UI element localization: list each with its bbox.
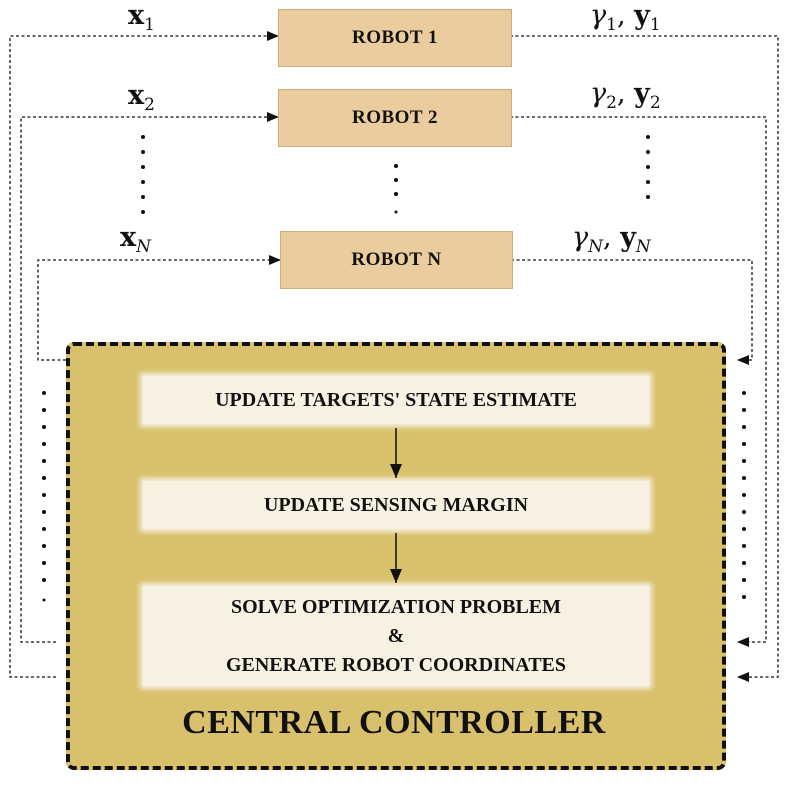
input-label-robot-2: x2 [128, 80, 155, 115]
robot-n-box: ROBOT N [280, 231, 513, 289]
ellipsis-input-labels [141, 135, 145, 214]
input-label-robot-n: xN [120, 222, 151, 257]
step-solve-optimization: SOLVE OPTIMIZATION PROBLEM & GENERATE RO… [143, 586, 649, 686]
robot-n-label: ROBOT N [351, 249, 442, 270]
link-output-robot-n [511, 259, 753, 365]
ellipsis-output-labels [646, 135, 650, 199]
step-update-targets: UPDATE TARGETS' STATE ESTIMATE [143, 376, 649, 424]
link-input-robot-2 [20, 112, 279, 643]
robot-1-box: ROBOT 1 [278, 9, 512, 67]
output-label-robot-1: γ1, y1 [590, 0, 661, 35]
link-input-robot-n [37, 255, 281, 361]
step-update-margin: UPDATE SENSING MARGIN [143, 481, 649, 529]
robot-2-box: ROBOT 2 [278, 89, 512, 147]
output-label-robot-n: γN, yN [572, 222, 651, 257]
robot-1-label: ROBOT 1 [351, 27, 439, 48]
step-solve-line3: GENERATE ROBOT COORDINATES [225, 653, 567, 676]
ellipsis-left-side [42, 391, 46, 602]
link-input-robot-1 [9, 31, 279, 678]
link-output-robot-1 [510, 35, 779, 682]
ellipsis-robots [394, 164, 398, 214]
input-label-robot-1: x1 [128, 0, 155, 35]
ellipsis-right-side [742, 391, 746, 599]
robot-2-label: ROBOT 2 [351, 107, 439, 128]
step-solve-line2: & [387, 624, 405, 647]
step-update-margin-label: UPDATE SENSING MARGIN [263, 493, 529, 516]
output-label-robot-2: γ2, y2 [590, 78, 661, 113]
central-controller-title: CENTRAL CONTROLLER [182, 704, 606, 741]
step-update-targets-label: UPDATE TARGETS' STATE ESTIMATE [215, 388, 577, 411]
link-output-robot-2 [510, 116, 767, 647]
step-solve-line1: SOLVE OPTIMIZATION PROBLEM [230, 595, 562, 618]
